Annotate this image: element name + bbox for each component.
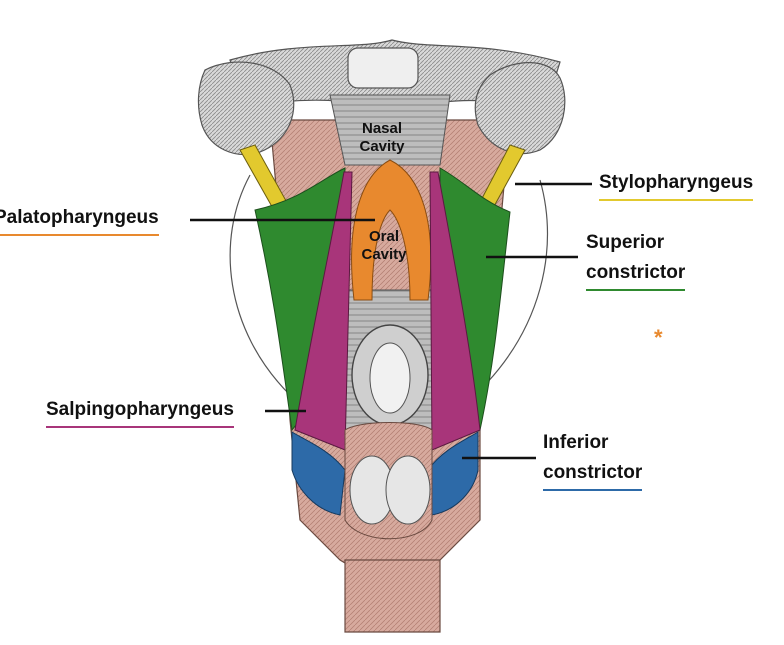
- left-petrous-bone: [197, 61, 295, 156]
- epiglottis-inner: [369, 342, 411, 414]
- nasal-cavity-label: Nasal Cavity: [359, 120, 405, 155]
- aryepiglottic-fold-right: [385, 455, 431, 525]
- inferior-constrictor-left: [291, 431, 346, 516]
- salpingopharyngeus-right: [429, 171, 481, 451]
- palatopharyngeus-label: Palatopharyngeus: [0, 203, 159, 236]
- stylopharyngeus-label: Stylopharyngeus: [599, 168, 754, 201]
- inferior-constrictor-label: Inferior constrictor: [543, 428, 643, 491]
- palatopharyngeus-muscle: [351, 159, 432, 301]
- asterisk-marker: *: [654, 325, 663, 350]
- esophagus: [344, 559, 441, 633]
- salpingopharyngeus-left: [294, 171, 353, 451]
- outer-fascia-right: [479, 179, 549, 391]
- superior-constrictor-label: Superior constrictor: [586, 228, 686, 291]
- nasal-cavity-region: [329, 94, 451, 166]
- salpingopharyngeus-label: Salpingopharyngeus: [46, 395, 234, 428]
- right-petrous-bone: [474, 62, 566, 155]
- stylopharyngeus-text: Stylopharyngeus: [599, 168, 754, 201]
- outer-fascia-left: [229, 174, 291, 396]
- sphenoid-body: [347, 47, 419, 89]
- oral-cavity-label: Oral Cavity: [361, 228, 407, 263]
